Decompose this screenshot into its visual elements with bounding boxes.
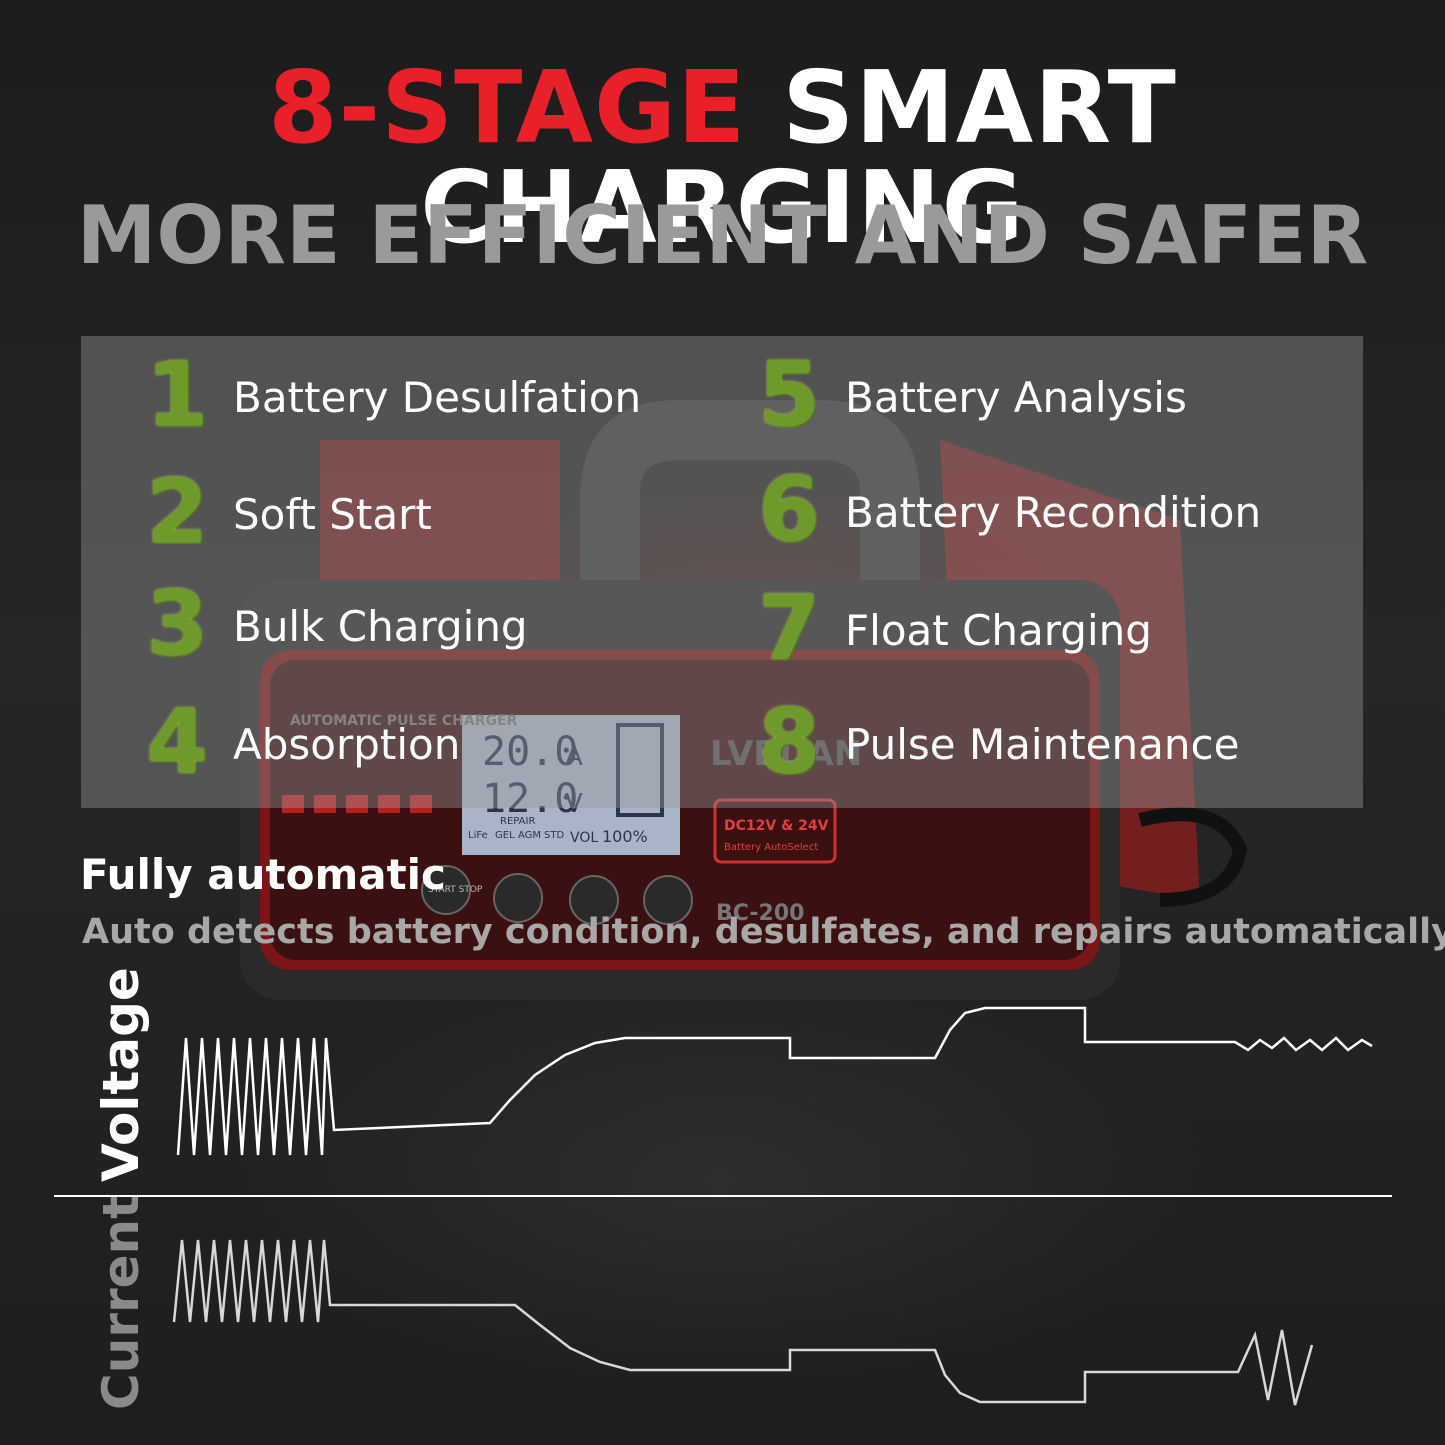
stage-number: 1 — [146, 343, 208, 446]
battery-type-button — [569, 875, 619, 925]
led-indicator — [410, 795, 432, 813]
stage-label: Bulk Charging — [233, 602, 528, 651]
stages-panel: 1 Battery Desulfation 2 Soft Start 3 Bul… — [81, 336, 1363, 808]
stage-number: 5 — [758, 343, 820, 446]
voltage-badge — [713, 798, 837, 864]
voltage-waveform — [176, 1006, 1373, 1156]
lcd-battery-icon — [616, 723, 664, 817]
feature-title: Fully automatic — [80, 850, 446, 899]
headline-accent: 8-STAGE — [268, 49, 747, 166]
stage-number: 8 — [758, 690, 820, 793]
lcd-screen — [462, 715, 680, 855]
lcd-volts-unit: V — [565, 789, 583, 819]
start-stop-button — [421, 865, 471, 915]
lcd-vol-label: VOL — [570, 830, 598, 846]
auto-mode-button — [493, 873, 543, 923]
feature-description: Auto detects battery condition, desulfat… — [82, 912, 1445, 952]
page-headline: 8-STAGE SMART CHARGING — [0, 58, 1445, 258]
stage-label: Float Charging — [845, 606, 1152, 655]
graph-divider — [54, 1195, 1392, 1197]
led-indicator — [346, 795, 368, 813]
led-indicator — [378, 795, 400, 813]
battery-charger-image: 20.0 A 12.0 V REPAIR LiFe GEL AGM STD VO… — [240, 400, 1248, 1000]
stage-number: 7 — [758, 576, 820, 679]
lcd-amps-unit: A — [565, 742, 583, 772]
stage-number: 2 — [146, 460, 208, 563]
lcd-mode-std: STD — [544, 830, 564, 841]
lcd-repair-label: REPAIR — [500, 816, 535, 827]
stage-number: 4 — [146, 690, 208, 793]
stage-label: Battery Desulfation — [233, 373, 642, 422]
led-indicator — [282, 795, 304, 813]
stage-label: Soft Start — [233, 490, 432, 539]
stage-label: Absorption — [233, 720, 461, 769]
voltage-badge-line2: Battery AutoSelect — [724, 842, 818, 853]
lcd-volts: 12.0 — [482, 776, 578, 822]
led-indicator — [314, 795, 336, 813]
stage-label: Battery Recondition — [845, 488, 1262, 537]
lcd-amps: 20.0 — [482, 729, 578, 775]
charger-brand-sub: AUTOMATIC PULSE CHARGER — [290, 713, 518, 729]
voltage-badge-line1: DC12V & 24V — [724, 818, 829, 834]
charger-handle — [580, 400, 920, 580]
current-waveform — [172, 1239, 1314, 1406]
headline-main: SMART CHARGING — [420, 49, 1177, 266]
page-subheadline: MORE EFFICIENT AND SAFER — [76, 189, 1369, 282]
charger-brand: LVBDAN — [710, 734, 862, 774]
stage-number: 6 — [758, 458, 820, 561]
start-stop-label: START STOP — [428, 885, 483, 895]
charger-model: BC-200 — [716, 901, 804, 926]
power-cable — [1138, 807, 1248, 907]
stage-label: Pulse Maintenance — [845, 720, 1240, 769]
lcd-mode-gel: GEL — [495, 830, 515, 841]
lcd-mode-life: LiFe — [468, 830, 488, 841]
repair-mode-button — [643, 875, 693, 925]
lcd-mode-agm: AGM — [518, 830, 541, 841]
lcd-percent: 100% — [602, 827, 648, 846]
stage-number: 3 — [146, 572, 208, 675]
stage-label: Battery Analysis — [845, 373, 1187, 422]
